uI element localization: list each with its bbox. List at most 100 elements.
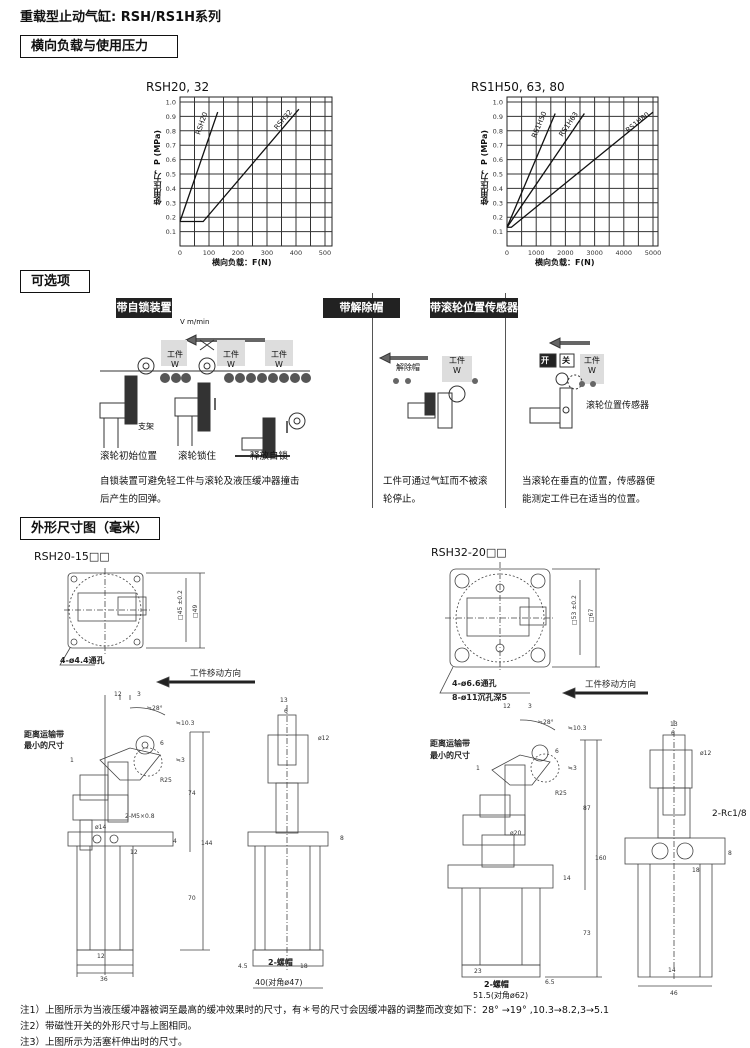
work-text: 工件 [223,350,239,359]
dim: R25 [555,790,567,797]
desc-line: 后产生的回弹。 [100,494,167,505]
port-label: 2-Rc1/8 [712,809,747,819]
dim-square-inner-right: □53 ±0.2 [571,595,578,625]
dim: 2-M5×0.8 [125,813,155,820]
work-text: 工件 [167,350,183,359]
series-label: RSH20 [194,111,209,136]
dim-square-outer-right: □67 [588,609,595,622]
x-tick-label: 200 [232,249,244,257]
dim: 13 [670,721,678,728]
dim: 6 [671,730,675,737]
work-text: 工件 [584,356,600,365]
y-tick-label: 0.9 [166,113,176,121]
option-release-header: 带解除帽 [323,298,400,318]
x-tick-label: 2000 [557,249,574,257]
note-2: 注2）带磁性开关的外形尺寸与上图相同。 [20,1021,198,1032]
option-sensor-header: 带滚轮位置传感器 [430,298,518,318]
series-line-RSH32 [180,108,300,223]
y-tick-label: 1.0 [493,99,503,107]
direction-left: 工件移动方向 [190,668,241,679]
dim: ø14 [95,824,106,831]
dim: R25 [160,777,172,784]
dim: 8 [340,835,344,842]
series-line-RS1H50 [506,113,556,228]
holes-left: 4-ø4.4通孔 [60,655,105,665]
note-3: 注3）上图所示为活塞杆伸出时的尺寸。 [20,1037,188,1048]
y-tick-label: 1.0 [166,99,176,107]
dim: 1 [70,757,74,764]
holes-right-2: 8-ø11沉孔深5 [452,692,508,702]
dim: 8 [728,850,732,857]
x-tick-label: 300 [261,249,273,257]
dim: 12 [503,703,511,710]
x-tick-label: 0 [505,249,509,257]
dim: 6 [160,740,164,747]
caption-locked: 滚轮锁住 [178,451,217,462]
w-text: W [171,360,179,369]
x-tick-label: 100 [203,249,215,257]
caption-initial: 滚轮初始位置 [100,451,158,462]
note-1: 注1）上图所示为当液压缓冲器被调至最高的缓冲效果时的尺寸，有＊号的尺寸会因缓冲器… [20,1005,610,1016]
dim: 70 [188,895,196,902]
y-tick-label: 0.2 [166,214,176,222]
chart2-title: RS1H50, 63, 80 [471,80,565,94]
x-tick-label: 3000 [586,249,603,257]
dim: ≒10.3 [176,720,195,727]
section-header-load: 横向负载与使用压力 [20,35,178,58]
option-lock-header: 带自锁装置 [116,298,172,318]
series-line-RS1H63 [506,113,585,228]
desc-line: 当滚轮在垂直的位置，传感器便 [522,476,656,487]
plot-frame [179,96,333,247]
work-text: 工件 [271,350,287,359]
x-tick-label: 0 [178,249,182,257]
x-tick-label: 500 [319,249,331,257]
nut-label: 2-螺帽 [268,957,293,967]
dim: 160 [595,855,607,862]
release-cap-label: 解除帽 [396,363,420,372]
sensor-description: 当滚轮在垂直的位置，传感器便能测定工件已在适当的位置。 [522,473,655,509]
direction-right: 工件移动方向 [585,679,636,690]
min-distance-right: 距离运输带 [430,738,470,748]
base-label-right: 51.5(对角ø62) [473,991,529,1000]
w-text: W [453,366,461,375]
chart1-title: RSH20, 32 [146,80,210,94]
dim: 12 [130,849,138,856]
min-distance-right-2: 最小的尺寸 [430,750,470,760]
series-line-RSH20 [179,111,219,222]
divider [505,293,506,508]
dim: ≒3 [568,765,577,772]
on-label: 开 [541,356,549,365]
w-text: W [588,366,596,375]
dim: 14 [563,875,571,882]
y-tick-label: 0.8 [166,127,176,135]
y-tick-label: 0.6 [166,156,176,164]
dim: ø12 [700,750,711,757]
y-tick-label: 0.3 [493,199,503,207]
dim: 6 [555,748,559,755]
dim: 4.5 [238,963,248,970]
plot-frame [506,96,659,247]
dim: ø20 [510,830,521,837]
base-label-left: 40(对角ø47) [255,977,303,987]
dim-square-outer: □49 [192,605,199,618]
series-line-RS1H80 [507,111,654,228]
dim: 144 [201,840,213,847]
y-tick-label: 0.2 [493,214,503,222]
sensor-label: 滚轮位置传感器 [586,401,650,411]
desc-line: 自锁装置可避免轻工件与滚轮及液压缓冲器撞击 [100,476,300,487]
x-tick-label: 400 [290,249,302,257]
y-tick-label: 0.1 [166,228,176,236]
y-tick-label: 0.8 [493,127,503,135]
y-tick-label: 0.4 [166,185,176,193]
w-text: W [227,360,235,369]
dim: 13 [280,697,288,704]
section-header-dimensions: 外形尺寸图（毫米） [20,517,160,540]
min-distance-left: 距离运输带 [24,729,64,739]
work-text: 工件 [449,356,465,365]
release-description: 工件可通过气缸而不被滚轮停止。 [383,473,488,509]
speed-label: V m/min [180,318,210,326]
options-illustrations [99,334,604,458]
